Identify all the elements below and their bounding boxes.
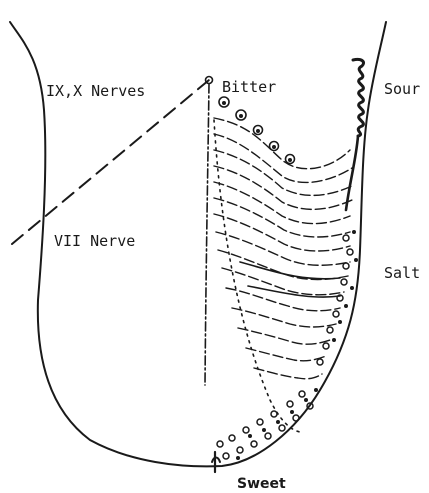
nerve-boundary-dashed-line bbox=[12, 80, 209, 244]
label-sweet: Sweet bbox=[237, 477, 286, 491]
sour-ridges bbox=[353, 59, 364, 136]
label-sour: Sour bbox=[384, 82, 420, 97]
label-ix-x-nerves: IX,X Nerves bbox=[46, 84, 145, 99]
label-salt: Salt bbox=[384, 266, 420, 281]
sour-zone-edge bbox=[346, 136, 358, 210]
bitter-papillae-centers bbox=[222, 101, 292, 162]
taste-region-contours bbox=[214, 118, 352, 379]
sweet-papillae-fill bbox=[236, 388, 318, 460]
label-bitter: Bitter bbox=[222, 80, 276, 95]
region-dotted-boundary bbox=[214, 120, 300, 432]
salt-papillae-fill bbox=[332, 230, 358, 342]
label-vii-nerve: VII Nerve bbox=[54, 234, 135, 249]
midline bbox=[205, 84, 209, 385]
salt-papillae bbox=[317, 235, 353, 365]
